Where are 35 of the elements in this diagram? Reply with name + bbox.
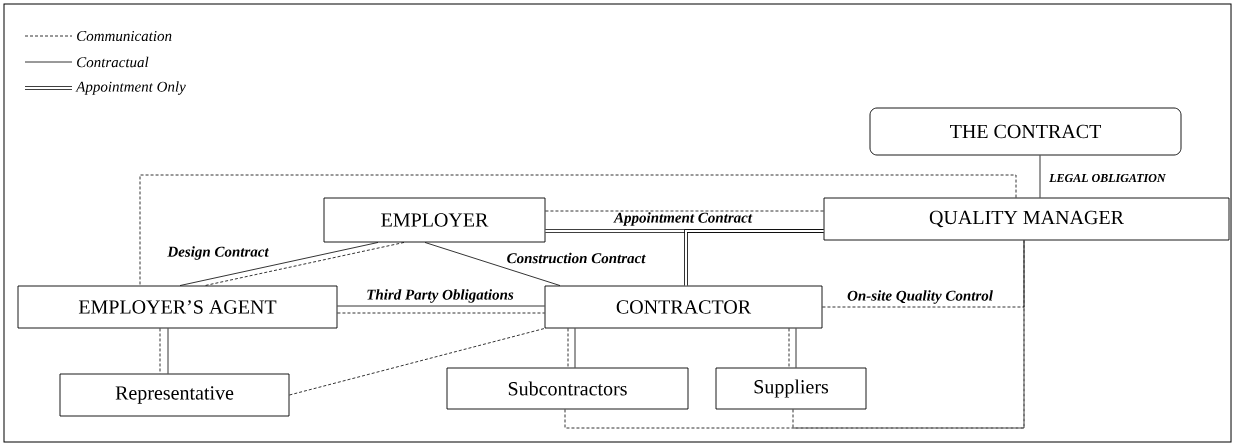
entity-box: EMPLOYER	[323, 197, 546, 243]
edge-label: On-site Quality Control	[847, 290, 993, 304]
entity-box: EMPLOYER’S AGENT	[17, 285, 338, 329]
connector-line	[795, 328, 797, 368]
entity-box: Suppliers	[715, 367, 867, 410]
dashed-line	[564, 240, 1025, 429]
legend-label: Communication	[77, 30, 172, 42]
connector-line	[337, 305, 545, 307]
dashed-line	[337, 312, 545, 314]
dashed-line	[204, 242, 405, 286]
entity-box: CONTRACTOR	[544, 285, 823, 329]
double-line	[684, 229, 825, 287]
edge-label: Appointment Contract	[613, 212, 753, 226]
connector-line	[574, 328, 576, 368]
edge-label: Construction Contract	[507, 252, 646, 264]
dashed-line	[788, 328, 790, 368]
connector-line	[167, 328, 169, 374]
entity-box: Subcontractors	[446, 367, 689, 410]
dashed-line	[567, 328, 569, 368]
legend-label: Appointment Only	[75, 81, 186, 95]
dashed-line	[159, 328, 161, 374]
contract-box: THE CONTRACT	[869, 107, 1182, 156]
edge-label: Third Party Obligations	[367, 289, 514, 303]
connector-line	[424, 242, 561, 286]
dashed-line	[792, 240, 1025, 429]
entity-box: Representative	[59, 373, 290, 417]
connector-line	[179, 242, 379, 286]
legend-label: Contractual	[77, 56, 149, 68]
edge-label: Design Contract	[167, 246, 269, 260]
connector-line	[1039, 155, 1041, 198]
edge-label: LEGAL OBLIGATION	[1049, 173, 1166, 183]
entity-box: QUALITY MANAGER	[823, 197, 1230, 241]
dashed-line	[139, 174, 1017, 286]
dashed-line	[289, 328, 545, 396]
dashed-line	[545, 210, 824, 212]
